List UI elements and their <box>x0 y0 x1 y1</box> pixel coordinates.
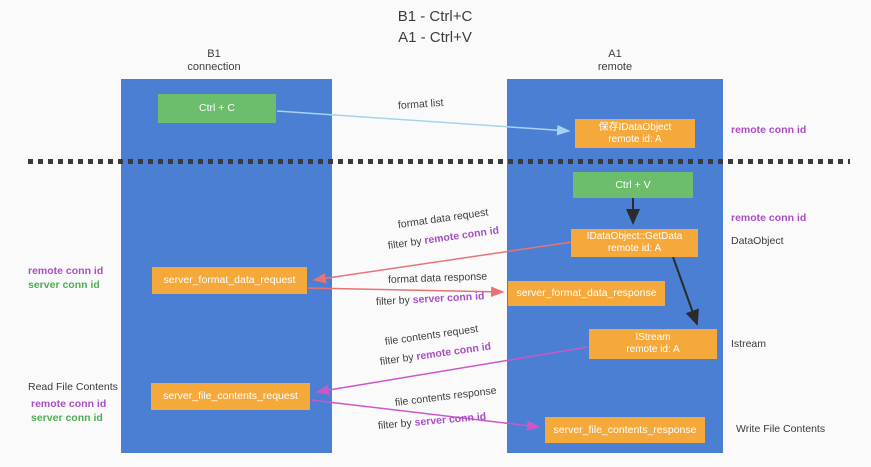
write-file-contents-annotation: Write File Contents <box>736 423 826 435</box>
server-conn-id-text: server conn id <box>412 290 485 307</box>
node-idataobject-getdata: IDataObject::GetData remote id: A <box>571 229 698 257</box>
lane-b1-subtitle: connection <box>187 61 241 73</box>
node-ctrl-c: Ctrl + C <box>158 94 276 123</box>
istream-annotation: Istream <box>731 338 767 350</box>
server-file-contents-request-label: server_file_contents_request <box>163 390 298 402</box>
format-response-filter-label: filter by server conn id <box>376 290 485 308</box>
server-format-data-request-label: server_format_data_request <box>163 274 296 286</box>
node-server-format-data-response: server_format_data_response <box>508 281 665 306</box>
lane-a1-subtitle: remote <box>597 61 633 73</box>
file-response-filter-label: filter by server conn id <box>377 411 486 432</box>
filter-by-text: filter by <box>377 416 416 432</box>
server-conn-id-annotation-left: server conn id <box>28 279 100 291</box>
remote-conn-id-annotation-top: remote conn id <box>731 124 807 136</box>
format-data-response-label: format data response <box>387 270 488 286</box>
remote-conn-id-annotation-left: remote conn id <box>28 265 104 277</box>
remote-conn-id-annotation-mid: remote conn id <box>731 212 807 224</box>
read-file-contents-label: Read File Contents <box>28 381 118 393</box>
file-contents-response-label: file contents response <box>394 384 498 409</box>
lane-a1-title: A1 <box>608 48 622 60</box>
server-conn-id-text: server conn id <box>414 410 487 429</box>
node-ctrl-v: Ctrl + V <box>573 172 693 198</box>
server-format-data-response-label: server_format_data_response <box>516 287 657 299</box>
ctrl-v-label: Ctrl + V <box>615 178 651 191</box>
dataobject-annotation: DataObject <box>731 235 784 247</box>
getdata-line1: IDataObject::GetData <box>586 231 683 242</box>
read-file-contents-block: Read File Contents remote conn id server… <box>28 380 118 425</box>
diagram-title: B1 - Ctrl+C A1 - Ctrl+V <box>330 6 540 48</box>
ctrl-c-label: Ctrl + C <box>199 102 235 114</box>
lane-header-b1: B1 connection <box>149 48 279 74</box>
filter-by-text: filter by <box>387 234 426 252</box>
istream-line1: IStream <box>635 332 671 343</box>
boundary-dashed-line <box>28 159 850 164</box>
format-list-label: format list <box>397 96 444 112</box>
server-file-contents-response-label: server_file_contents_response <box>553 423 697 436</box>
format-left-conn-ids: remote conn id server conn id <box>28 264 103 292</box>
lane-header-a1: A1 remote <box>550 48 680 74</box>
filter-by-text: filter by <box>379 350 418 368</box>
getdata-line2: remote id: A <box>607 243 662 254</box>
remote-conn-id-text: remote conn id <box>423 224 500 247</box>
remote-conn-id-text: remote conn id <box>415 340 492 363</box>
node-server-file-contents-response: server_file_contents_response <box>545 417 705 443</box>
node-server-format-data-request: server_format_data_request <box>152 267 307 294</box>
lane-b1-title: B1 <box>207 48 221 60</box>
node-store-idataobject: 保存IDataObject remote id: A <box>575 119 695 148</box>
node-istream: IStream remote id: A <box>589 329 717 359</box>
filter-by-text: filter by <box>375 294 414 308</box>
store-idataobject-line1: 保存IDataObject <box>598 121 672 133</box>
store-idataobject-line2: remote id: A <box>608 133 662 145</box>
server-conn-id-annotation-left2: server conn id <box>31 412 103 424</box>
node-server-file-contents-request: server_file_contents_request <box>151 383 310 410</box>
title-line-1: B1 - Ctrl+C <box>397 8 473 25</box>
title-line-2: A1 - Ctrl+V <box>398 29 472 46</box>
istream-line2: remote id: A <box>626 344 680 355</box>
remote-conn-id-annotation-left2: remote conn id <box>31 398 107 410</box>
